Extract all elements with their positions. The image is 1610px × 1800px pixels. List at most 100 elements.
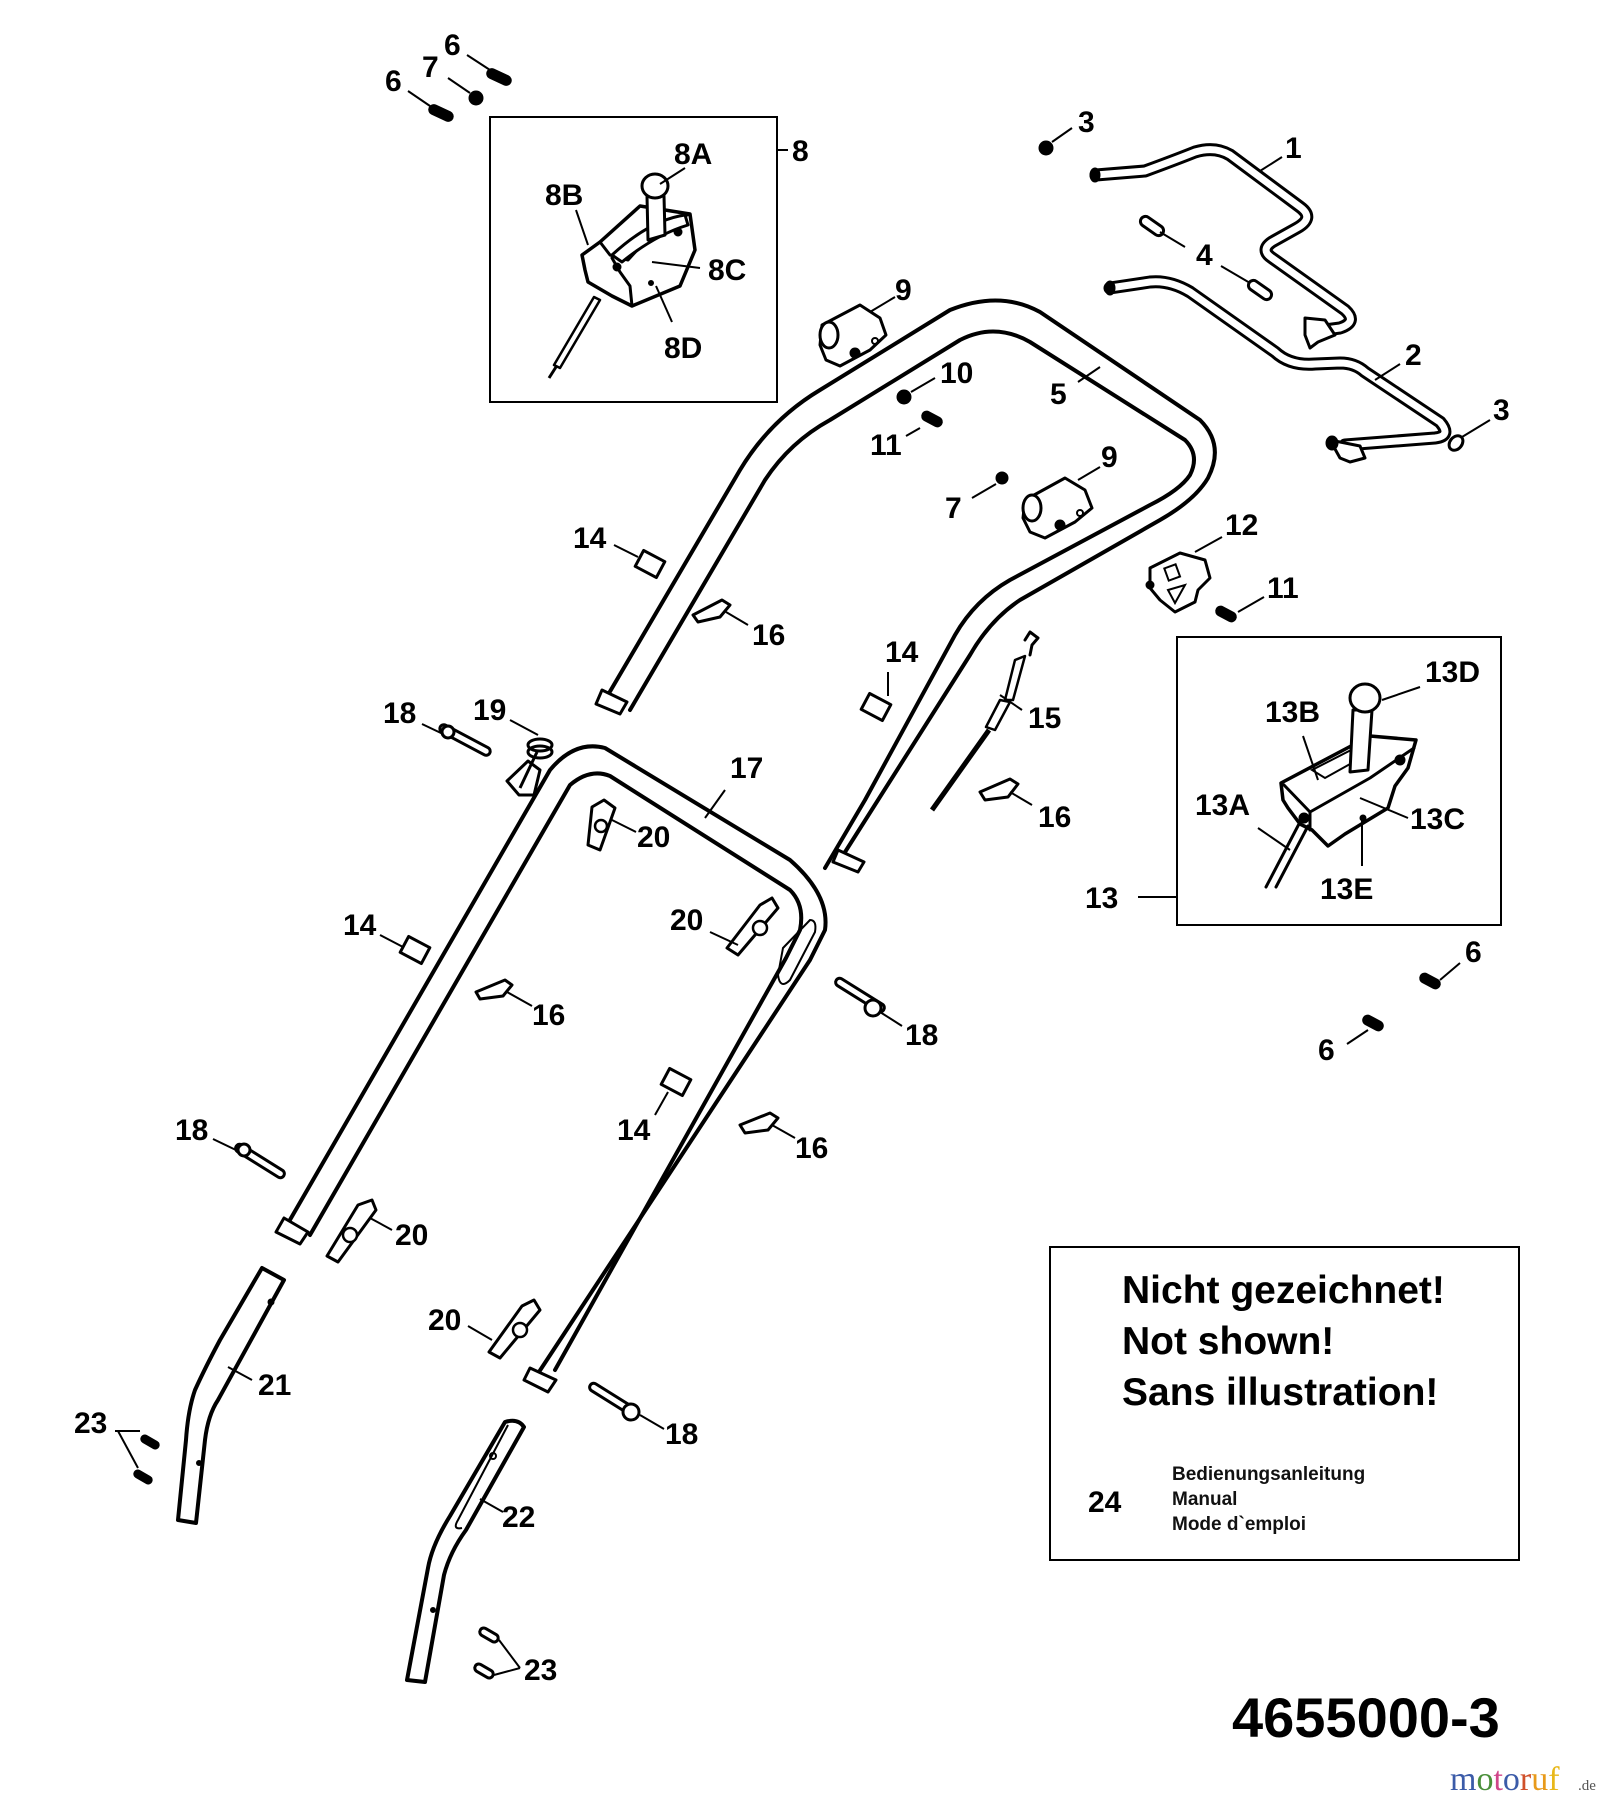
cable-clip-9-top (818, 303, 888, 368)
svg-text:motoruf: motoruf (1450, 1761, 1560, 1798)
cap-3-top (1038, 140, 1054, 156)
callout-7: 7 (422, 51, 439, 84)
callout-9: 9 (895, 274, 912, 307)
item-24-fr: Mode d`emploi (1172, 1514, 1306, 1535)
not-shown-heading-fr: Sans illustration! (1122, 1371, 1438, 1414)
callout-3: 3 (1493, 394, 1510, 427)
callout-8D: 8D (664, 332, 702, 365)
wing-knob-20-a (586, 798, 617, 852)
callout-13E: 13E (1320, 873, 1373, 906)
callout-2: 2 (1405, 339, 1422, 372)
bail-lever-2 (1103, 275, 1452, 464)
watermark-letter: o (1503, 1761, 1520, 1798)
callout-20: 20 (395, 1219, 428, 1252)
lower-tube-21 (176, 1266, 286, 1525)
bail-lever-1 (1089, 143, 1357, 350)
callout-13B: 13B (1265, 696, 1320, 729)
callout-6: 6 (385, 65, 402, 98)
callout-20: 20 (637, 821, 670, 854)
cable-clip-9-mid (1021, 476, 1094, 540)
nut-7-top (468, 90, 484, 106)
watermark-letter: r (1520, 1761, 1532, 1798)
callout-6: 6 (444, 29, 461, 62)
callout-16: 16 (795, 1132, 828, 1165)
callout-13: 13 (1085, 882, 1118, 915)
callout-13D: 13D (1425, 656, 1480, 689)
inset-box-13 (1176, 636, 1502, 926)
cable-tie-16-b (978, 777, 1020, 802)
watermark-letter: f (1548, 1761, 1560, 1798)
screw-11-right (1215, 605, 1237, 623)
callout-14: 14 (343, 909, 377, 942)
throttle-lever-8 (547, 172, 697, 379)
callout-12: 12 (1225, 509, 1258, 542)
callout-17: 17 (730, 752, 763, 785)
callout-20: 20 (428, 1304, 461, 1337)
screws-23-left (133, 1434, 160, 1485)
cable-tie-16-d (738, 1111, 780, 1135)
callout-14: 14 (617, 1114, 651, 1147)
callout-19: 19 (473, 694, 506, 727)
spring-clip-19 (505, 737, 554, 797)
drive-control-13 (1264, 682, 1418, 889)
callout-23: 23 (524, 1654, 557, 1687)
callout-1: 1 (1285, 132, 1302, 165)
callout-5: 5 (1050, 378, 1067, 411)
callout-16: 16 (752, 619, 785, 652)
callout-16: 16 (1038, 801, 1071, 834)
callout-8: 8 (792, 135, 809, 168)
callout-15: 15 (1028, 702, 1061, 735)
screw-4-b (1246, 278, 1274, 302)
not-shown-box (1049, 1246, 1520, 1561)
bolt-18-b (834, 976, 886, 1018)
callout-7: 7 (945, 492, 962, 525)
callout-8B: 8B (545, 179, 583, 212)
callout-18: 18 (665, 1418, 698, 1451)
nut-7-mid (995, 471, 1009, 485)
screw-6-top (486, 68, 512, 86)
cable-tie-16-c (474, 978, 514, 1001)
motoruf-watermark-logo: motoruf .de (1450, 1761, 1596, 1798)
inset-box-8 (489, 116, 778, 403)
clip-14-d (659, 1066, 693, 1098)
callout-11: 11 (1267, 572, 1299, 605)
cap-3-right (1447, 434, 1465, 452)
clip-14-c (398, 934, 432, 966)
bracket-12 (1145, 551, 1212, 614)
screw-11-top (921, 410, 943, 428)
screw-6-left (428, 104, 454, 122)
callout-18: 18 (175, 1114, 208, 1147)
wing-knob-20-d (487, 1298, 542, 1360)
clip-14-a (633, 548, 667, 580)
callout-18: 18 (383, 697, 416, 730)
callout-16: 16 (532, 999, 565, 1032)
screws-23-bottom (473, 1626, 500, 1680)
callout-23: 23 (74, 1407, 107, 1440)
watermark-suffix: .de (1578, 1778, 1596, 1794)
bolt-18-a (438, 723, 492, 757)
callout-4: 4 (1196, 239, 1213, 272)
item-24-de: Bedienungsanleitung (1172, 1464, 1365, 1485)
callout-3: 3 (1078, 106, 1095, 139)
document-number: 4655000-3 (1232, 1686, 1500, 1749)
watermark-letter: u (1531, 1761, 1548, 1798)
screw-6-right-b (1362, 1014, 1384, 1032)
not-shown-heading-en: Not shown! (1122, 1320, 1334, 1363)
callout-13C: 13C (1410, 803, 1465, 836)
bolt-18-c (234, 1142, 286, 1180)
not-shown-heading-de: Nicht gezeichnet! (1122, 1269, 1445, 1312)
watermark-letter: t (1493, 1761, 1503, 1798)
cable-15 (929, 630, 1040, 812)
callout-20: 20 (670, 904, 703, 937)
watermark-letter: m (1450, 1761, 1476, 1798)
lower-handle-17 (274, 744, 828, 1394)
callout-11: 11 (870, 429, 902, 462)
callout-8A: 8A (674, 138, 712, 171)
callout-14: 14 (573, 522, 607, 555)
nut-10 (896, 389, 912, 405)
wing-knob-20-c (325, 1198, 378, 1264)
item-24-en: Manual (1172, 1489, 1237, 1510)
screw-4-a (1138, 214, 1166, 238)
watermark-letter: o (1476, 1761, 1493, 1798)
